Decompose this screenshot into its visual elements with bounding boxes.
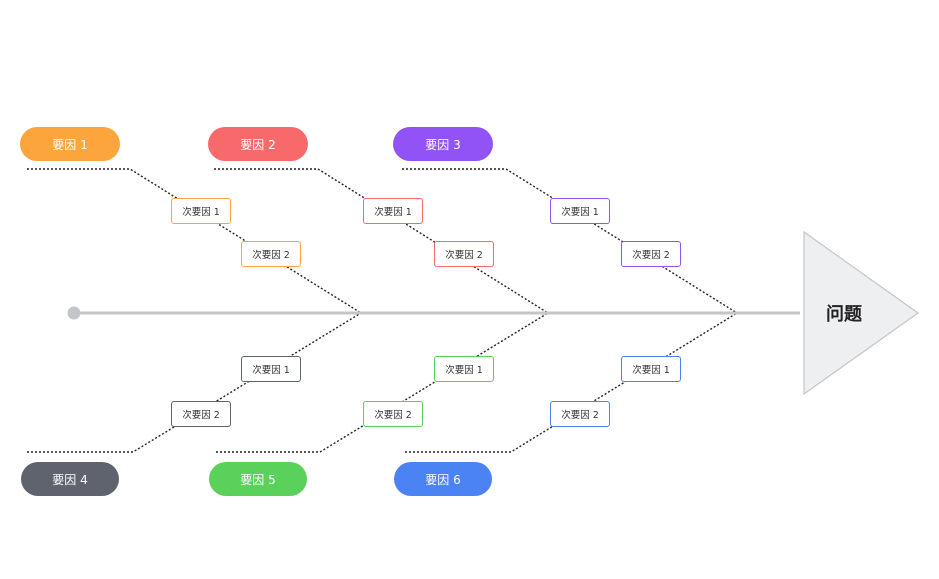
sub-cause-6-2[interactable]: 次要因 2 xyxy=(550,401,610,427)
cause-3[interactable]: 要因 3 xyxy=(393,127,493,161)
cause-4[interactable]: 要因 4 xyxy=(21,462,119,496)
problem-label: 问题 xyxy=(826,304,862,325)
sub-cause-1-2[interactable]: 次要因 2 xyxy=(241,241,301,267)
branch-4-line xyxy=(27,312,362,453)
sub-cause-1-1[interactable]: 次要因 1 xyxy=(171,198,231,224)
sub-cause-4-2[interactable]: 次要因 2 xyxy=(171,401,231,427)
sub-cause-6-1[interactable]: 次要因 1 xyxy=(621,356,681,382)
cause-1[interactable]: 要因 1 xyxy=(20,127,120,161)
branch-6-line xyxy=(405,312,738,453)
branch-1-line xyxy=(27,168,362,314)
cause-6[interactable]: 要因 6 xyxy=(394,462,492,496)
sub-cause-2-2[interactable]: 次要因 2 xyxy=(434,241,494,267)
sub-cause-2-1[interactable]: 次要因 1 xyxy=(363,198,423,224)
branch-5-line xyxy=(216,312,549,453)
spine-tail-dot xyxy=(67,306,81,320)
sub-cause-4-1[interactable]: 次要因 1 xyxy=(241,356,301,382)
cause-5[interactable]: 要因 5 xyxy=(209,462,307,496)
sub-cause-5-2[interactable]: 次要因 2 xyxy=(363,401,423,427)
cause-2[interactable]: 要因 2 xyxy=(208,127,308,161)
sub-cause-3-1[interactable]: 次要因 1 xyxy=(550,198,610,224)
problem-head xyxy=(803,230,920,396)
sub-cause-5-1[interactable]: 次要因 1 xyxy=(434,356,494,382)
sub-cause-3-2[interactable]: 次要因 2 xyxy=(621,241,681,267)
